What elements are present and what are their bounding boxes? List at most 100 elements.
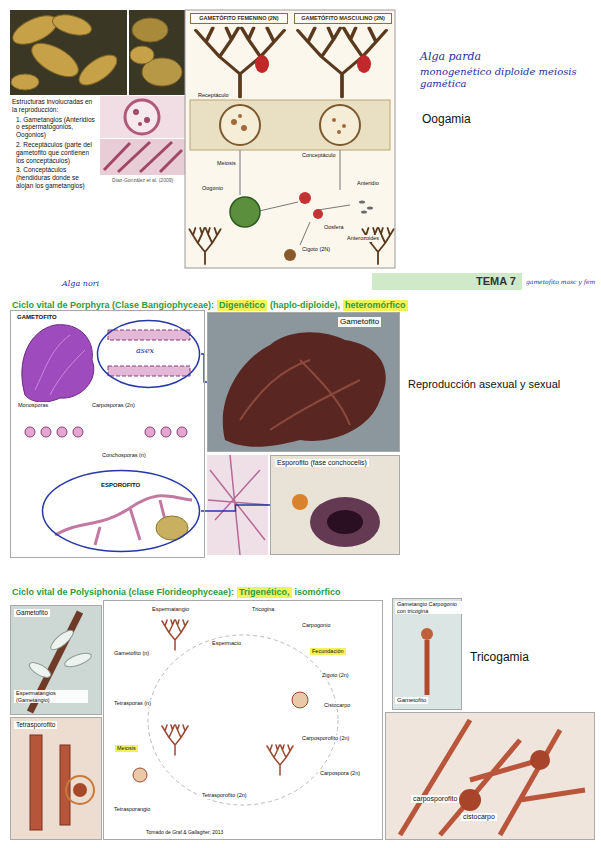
- highlighted-term: Trigenético,: [237, 587, 292, 598]
- porphyra-life-cycle-drawing: [108, 330, 190, 340]
- section-title: Ciclo vital de Polysiphonia (clase Flori…: [12, 587, 234, 598]
- carpogonium-photo: [392, 598, 462, 710]
- fucus-life-cycle-drawing: [231, 114, 346, 134]
- polysiphonia-gametophyte-photo: [10, 605, 125, 715]
- micrograph: [104, 142, 182, 172]
- handwritten-note: Alga nori: [62, 279, 99, 289]
- photo-panel: Tetrasporofito: [10, 717, 102, 840]
- part-label: Carposporas (2n): [90, 402, 137, 409]
- part-label: Carpogonio: [300, 622, 332, 629]
- list-item: 1. Gametangios (Anteridios o espermatogo…: [12, 116, 98, 139]
- photo-panel: carposporofito cistocarpo: [385, 712, 595, 840]
- photo-panel: Esporofito (fase conchocelis): [270, 455, 400, 555]
- node-text: ESPOROFITO: [99, 482, 142, 489]
- part-label: Espermatangio: [150, 606, 191, 613]
- part-label: Tricogina: [250, 606, 276, 613]
- polysiphonia-gametophyte-photo: [48, 627, 76, 653]
- fucus-life-cycle-drawing: [241, 125, 247, 131]
- polysiphonia-tetrasporophyte-photo: [30, 735, 70, 830]
- part-label: Cistocarpo: [322, 702, 352, 709]
- side-note: Reproducción asexual y sexual: [408, 378, 560, 391]
- fucus-photo: [130, 46, 154, 64]
- node-text: Tomado de Graf & Gallagher, 2013: [144, 829, 225, 835]
- porphyra-life-cycle-drawing: [35, 335, 85, 395]
- polysiphonia-life-cycle-drawing: [148, 635, 338, 805]
- cystocarp-photo: [459, 789, 481, 811]
- porphyra-life-cycle-drawing: [161, 427, 171, 437]
- side-note: Tricogamia: [470, 650, 529, 664]
- porphyra-life-cycle-drawing: [55, 496, 192, 545]
- list-item: 3. Conceptáculos (hendiduras donde se al…: [12, 166, 98, 189]
- polysiphonia-gametophyte-photo: [10, 605, 102, 715]
- fucus-photo: [9, 10, 185, 95]
- porphyra-gametophyte-photo: [223, 332, 386, 446]
- porphyra-life-cycle-drawing: [25, 427, 187, 437]
- part-label: Tetrasporofito (2n): [200, 792, 249, 799]
- fucus-life-cycle-drawing: [185, 10, 395, 268]
- conchocelis-micrograph: [207, 455, 268, 555]
- fucus-life-cycle-drawing: [231, 119, 237, 125]
- fucus-life-cycle-drawing: [220, 105, 260, 145]
- fucus-photo: [11, 74, 39, 90]
- porphyra-life-cycle-drawing: [145, 427, 155, 437]
- fucus-life-cycle-drawing: [299, 192, 311, 204]
- conchocelis-shell-photo: [310, 497, 380, 547]
- part-label: Tetrasporangio: [112, 806, 152, 813]
- porphyra-life-cycle-drawing: [10, 310, 205, 558]
- polysiphonia-gametophyte-photo: [27, 627, 93, 680]
- cystocarp-photo: [385, 712, 595, 840]
- porphyra-life-cycle-drawing: [10, 310, 205, 558]
- part-label: Espermacio: [210, 640, 243, 647]
- fucus-life-cycle-drawing: [313, 209, 323, 219]
- polysiphonia-tetrasporophyte-photo: [30, 735, 42, 830]
- polysiphonia-life-cycle-drawing: [103, 600, 383, 840]
- conchocelis-shell-photo: [292, 494, 308, 510]
- image-credit: Díaz-González et al. (2009): [112, 177, 173, 183]
- part-label: Conchosporas (n): [100, 452, 148, 459]
- polysiphonia-tetrasporophyte-photo: [10, 717, 102, 840]
- highlighted-term: Digenético: [217, 300, 267, 311]
- fucus-life-cycle-drawing: [320, 105, 360, 145]
- polysiphonia-tetrasporophyte-photo: [10, 717, 102, 840]
- micrograph: [133, 109, 139, 115]
- porphyra-life-cycle-drawing: [22, 325, 94, 402]
- node-text: Esporofito (fase conchocelis): [275, 459, 369, 467]
- polysiphonia-gametophyte-photo: [108, 617, 125, 629]
- cystocarp-photo: [400, 720, 585, 835]
- photo-panel: Gametofito: [207, 312, 400, 452]
- ellipse-outline: [43, 471, 200, 552]
- part-label: Anterozoides: [345, 235, 381, 242]
- fucus-life-cycle-drawing: [190, 100, 390, 150]
- fucus-photo: [9, 10, 182, 91]
- life-cycle-panel: GAMETOFITO asexESPOROFITO: [10, 310, 205, 558]
- part-label: Tetrasporas (n): [112, 700, 153, 707]
- conchocelis-shell-photo: [327, 510, 363, 534]
- part-label: Oogonio: [200, 185, 225, 192]
- node-text: GAMETOFITO: [15, 314, 59, 321]
- node-text: cistocarpo: [461, 813, 497, 821]
- list-heading: Estructuras involucradas en la reproducc…: [12, 98, 98, 114]
- connector-layer: [201, 354, 270, 511]
- handwritten-note: gametofito masc y fem: [526, 278, 595, 285]
- node-text: asex: [134, 346, 156, 356]
- conchocelis-shell-photo: [270, 455, 400, 555]
- topic-band: TEMA 7: [372, 273, 522, 290]
- fucus-life-cycle-drawing: [185, 10, 395, 268]
- node-text: GAMETÓFITO FEMENINO (2N): [193, 15, 285, 22]
- conchocelis-shell-photo: [270, 455, 400, 555]
- fucus-life-cycle-drawing: [298, 28, 386, 97]
- fucus-photo: [142, 58, 182, 86]
- carpogonium-photo: [425, 640, 430, 695]
- part-label: Meiosis: [215, 160, 238, 167]
- porphyra-life-cycle-drawing: [73, 427, 83, 437]
- part-label: Cigoto (2N): [300, 246, 332, 253]
- fucus-life-cycle-drawing: [362, 228, 393, 264]
- conchocelis-micrograph: [207, 455, 268, 555]
- node-text: carposporofito: [411, 795, 459, 803]
- micrograph: [100, 96, 185, 175]
- fucus-life-cycle-drawing: [359, 201, 365, 204]
- handwritten-note: Alga parda: [420, 50, 481, 63]
- polysiphonia-gametophyte-photo: [63, 651, 93, 670]
- micrograph: [100, 139, 185, 175]
- list-item: 2. Receptáculos (parte del gametofito qu…: [12, 141, 98, 164]
